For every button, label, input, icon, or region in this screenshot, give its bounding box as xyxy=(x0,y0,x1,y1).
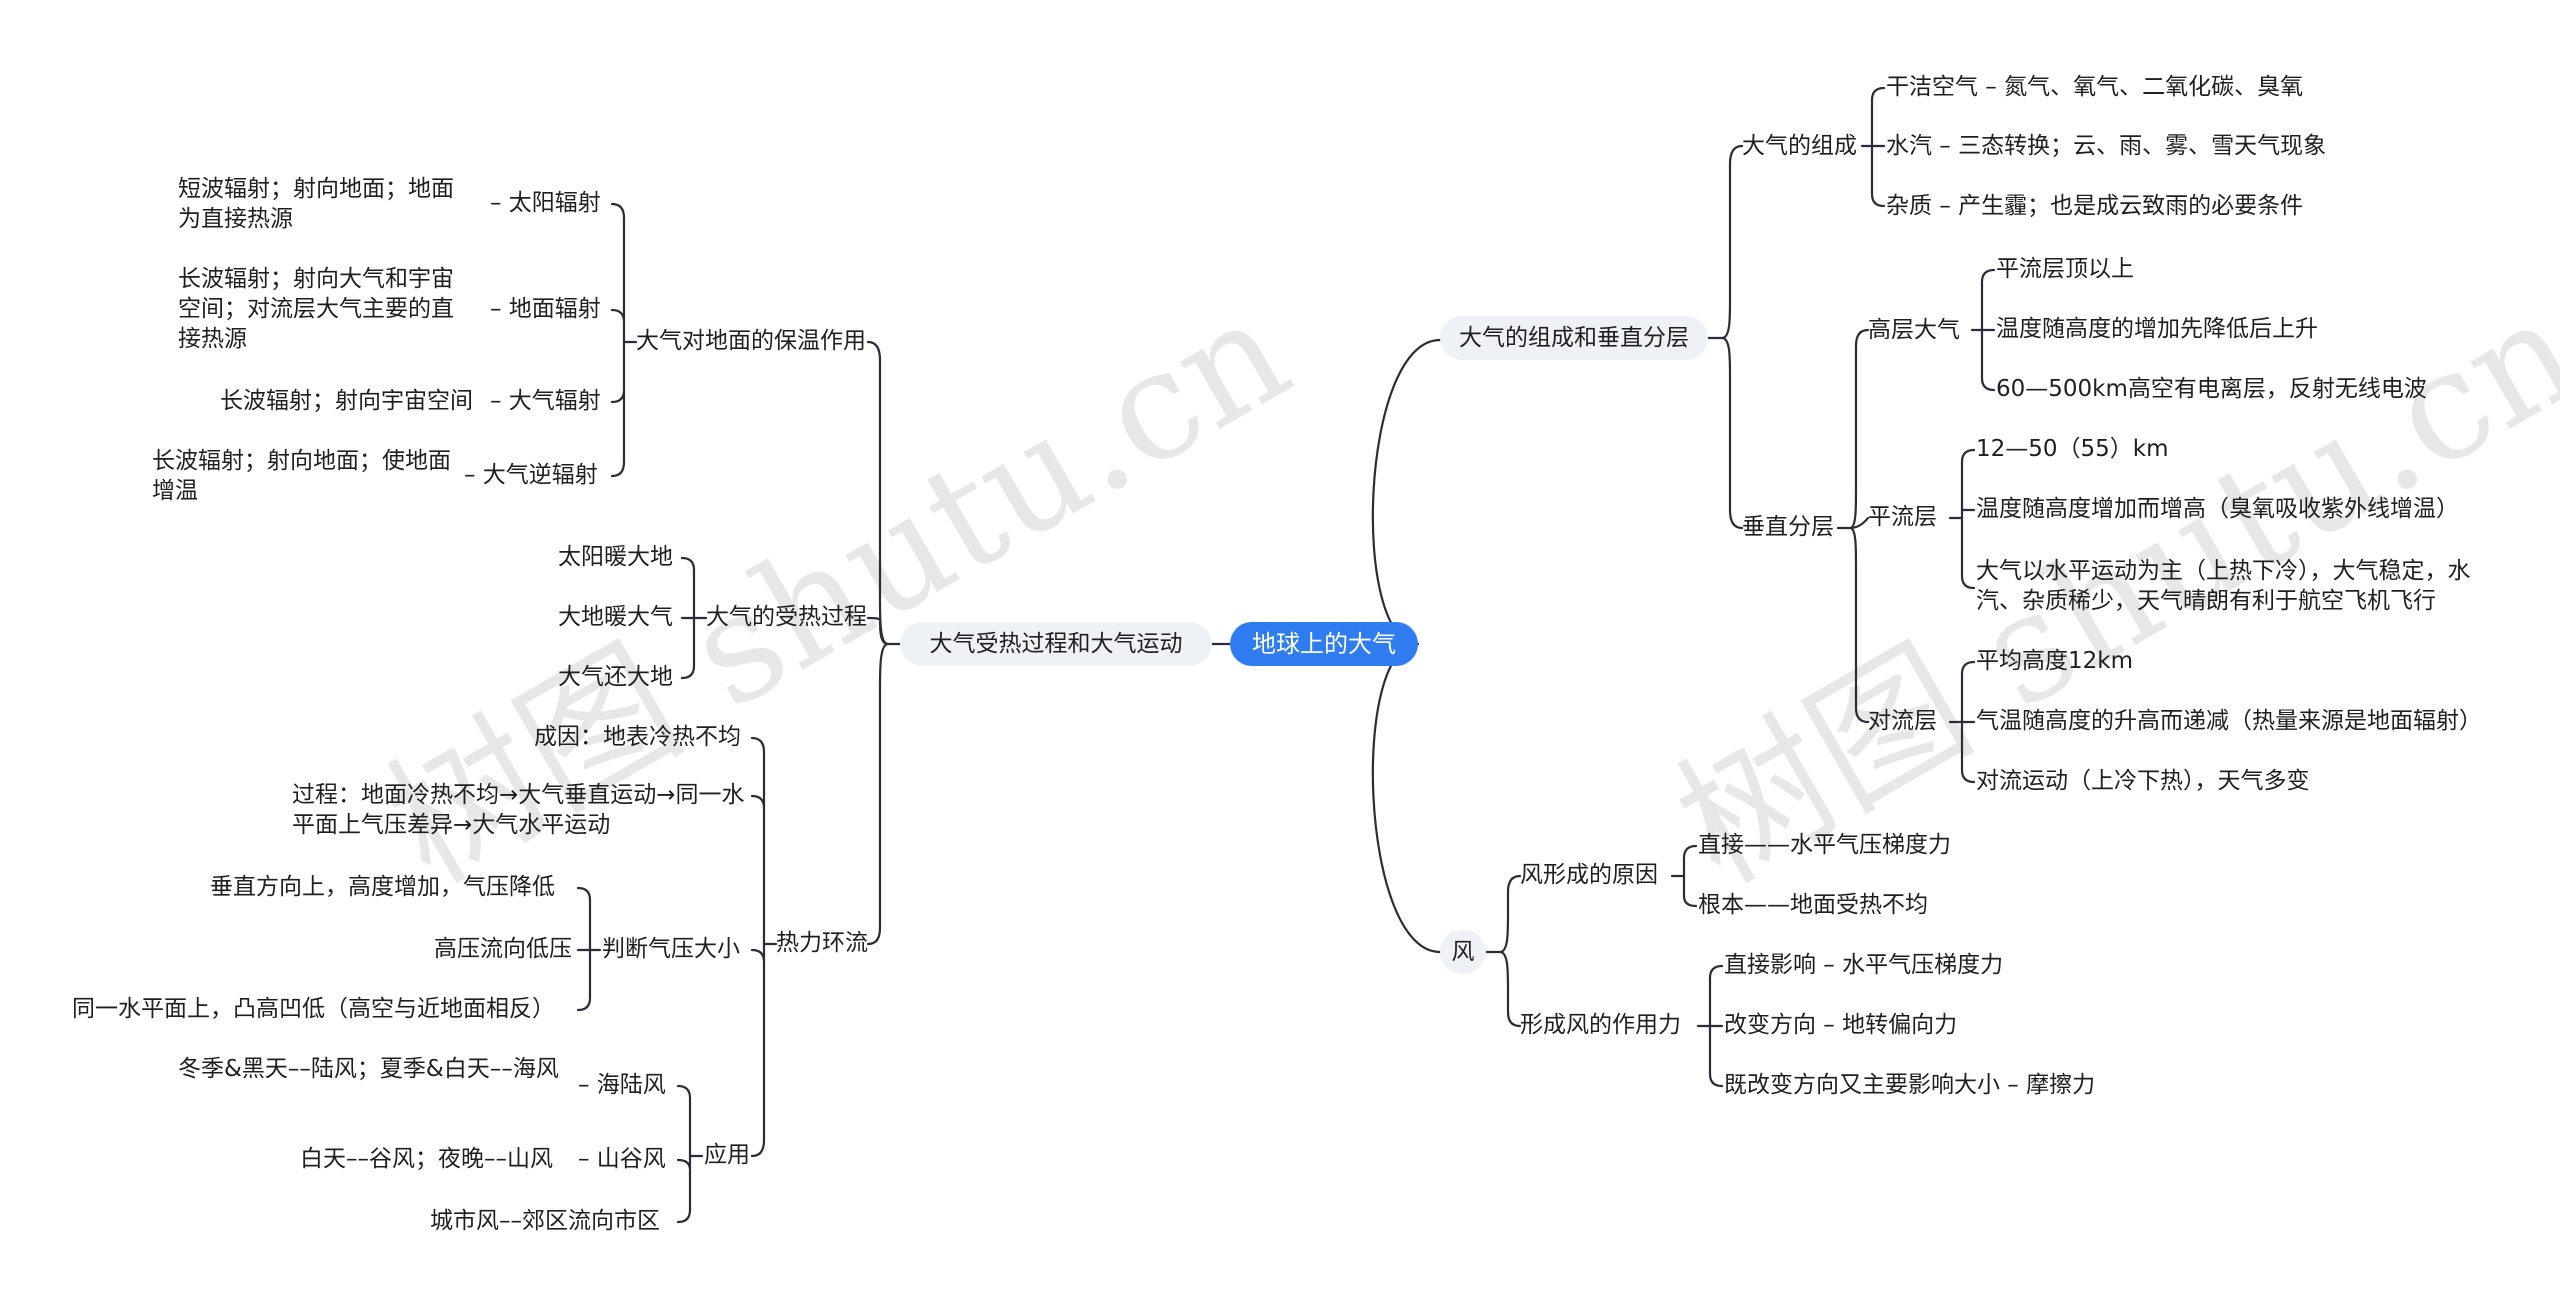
node-troposphere[interactable]: 对流层 xyxy=(1868,708,1937,734)
node-upper-2[interactable]: 温度随高度的增加先降低后上升 xyxy=(1996,316,2318,342)
node-earth-warms-air[interactable]: 大地暖大气 xyxy=(558,604,673,630)
node-wind-cause[interactable]: 风形成的原因 xyxy=(1520,862,1658,888)
node-force-pressure[interactable]: 直接影响 – 水平气压梯度力 xyxy=(1724,952,2004,978)
node-judge-1[interactable]: 垂直方向上，高度增加，气压降低 xyxy=(210,874,555,900)
node-urban-wind[interactable]: 城市风––郊区流向市区 xyxy=(430,1208,660,1234)
node-sun-warms-earth[interactable]: 太阳暖大地 xyxy=(558,544,673,570)
node-thermal-circulation[interactable]: 热力环流 xyxy=(776,930,868,956)
node-cause-uneven[interactable]: 成因：地表冷热不均 xyxy=(534,724,741,750)
node-strato-2[interactable]: 温度随高度增加而增高（臭氧吸收紫外线增温） xyxy=(1976,496,2459,522)
node-atmo-radiation[interactable]: – 大气辐射 xyxy=(490,388,601,414)
desc-valley-breeze: 白天––谷风；夜晚––山风 xyxy=(300,1146,553,1172)
node-strato-1[interactable]: 12—50（55）km xyxy=(1976,436,2169,462)
node-counter-radiation[interactable]: – 大气逆辐射 xyxy=(464,462,598,488)
node-vertical-layers[interactable]: 垂直分层 xyxy=(1742,514,1834,540)
node-force-coriolis[interactable]: 改变方向 – 地转偏向力 xyxy=(1724,1012,1958,1038)
node-solar-radiation[interactable]: – 太阳辐射 xyxy=(490,190,601,216)
node-insulation[interactable]: 大气对地面的保温作用 xyxy=(636,328,866,354)
node-judge-2[interactable]: 高压流向低压 xyxy=(434,936,572,962)
node-wind-forces[interactable]: 形成风的作用力 xyxy=(1520,1012,1681,1038)
desc-sea-land-breeze: 冬季&黑天––陆风；夏季&白天––海风 xyxy=(178,1056,559,1082)
node-ground-radiation[interactable]: – 地面辐射 xyxy=(490,296,601,322)
node-stratosphere[interactable]: 平流层 xyxy=(1868,504,1937,530)
branch-heating-motion[interactable]: 大气受热过程和大气运动 xyxy=(900,622,1212,666)
node-cause-root[interactable]: 根本——地面受热不均 xyxy=(1698,892,1928,918)
node-composition[interactable]: 大气的组成 xyxy=(1742,133,1857,159)
desc-atmo-radiation: 长波辐射；射向宇宙空间 xyxy=(220,388,473,414)
node-upper-atmosphere[interactable]: 高层大气 xyxy=(1868,317,1960,343)
root-node[interactable]: 地球上的大气 xyxy=(1230,622,1418,666)
node-strato-3[interactable]: 大气以水平运动为主（上热下冷），大气稳定，水汽、杂质稀少，天气晴朗有利于航空飞机… xyxy=(1976,558,2471,614)
node-application[interactable]: 应用 xyxy=(704,1142,750,1168)
node-force-friction[interactable]: 既改变方向又主要影响大小 – 摩擦力 xyxy=(1724,1072,2096,1098)
branch-wind[interactable]: 风 xyxy=(1440,930,1486,974)
desc-solar-radiation: 短波辐射；射向地面；地面为直接热源 xyxy=(178,176,454,232)
node-tropo-1[interactable]: 平均高度12km xyxy=(1976,648,2133,674)
node-tropo-3[interactable]: 对流运动（上冷下热），天气多变 xyxy=(1976,768,2310,794)
node-judge-3[interactable]: 同一水平面上，凸高凹低（高空与近地面相反） xyxy=(72,996,555,1022)
branch-atmosphere-composition[interactable]: 大气的组成和垂直分层 xyxy=(1440,316,1708,360)
node-valley-breeze[interactable]: – 山谷风 xyxy=(578,1146,666,1172)
node-impurities[interactable]: 杂质 – 产生霾；也是成云致雨的必要条件 xyxy=(1886,193,2304,219)
node-upper-3[interactable]: 60—500km高空有电离层，反射无线电波 xyxy=(1996,376,2427,402)
node-dry-air[interactable]: 干洁空气 – 氮气、氧气、二氧化碳、臭氧 xyxy=(1886,74,2304,100)
desc-ground-radiation: 长波辐射；射向大气和宇宙空间；对流层大气主要的直接热源 xyxy=(178,266,454,352)
node-upper-1[interactable]: 平流层顶以上 xyxy=(1996,256,2134,282)
desc-counter-radiation: 长波辐射；射向地面；使地面增温 xyxy=(152,448,451,504)
node-sea-land-breeze[interactable]: – 海陆风 xyxy=(578,1072,666,1098)
node-heating-process[interactable]: 大气的受热过程 xyxy=(706,604,867,630)
node-cause-direct[interactable]: 直接——水平气压梯度力 xyxy=(1698,832,1951,858)
node-circulation-process[interactable]: 过程：地面冷热不均→大气垂直运动→同一水平面上气压差异→大气水平运动 xyxy=(292,782,745,838)
node-water-vapor[interactable]: 水汽 – 三态转换；云、雨、雾、雪天气现象 xyxy=(1886,133,2327,159)
node-air-returns-earth[interactable]: 大气还大地 xyxy=(558,664,673,690)
node-tropo-2[interactable]: 气温随高度的升高而递减（热量来源是地面辐射） xyxy=(1976,708,2482,734)
node-judge-pressure[interactable]: 判断气压大小 xyxy=(602,936,740,962)
